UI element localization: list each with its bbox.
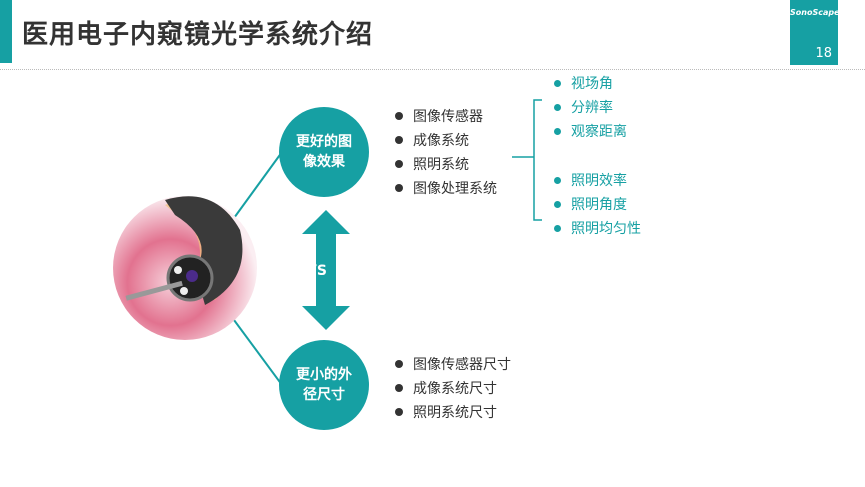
node-better-image: 更好的图像效果 [279,107,369,197]
page-title: 医用电子内窥镜光学系统介绍 [22,20,374,50]
connector-top [233,151,283,219]
detail-list-1: 视场角 分辨率 观察距离 [554,72,627,144]
list-item: 分辨率 [554,96,627,120]
list-item: 照明均匀性 [554,217,641,241]
node-label: 更好的图像效果 [296,134,352,170]
list-item: 图像传感器 [395,105,497,129]
bracket [512,99,542,221]
list-item: 照明系统尺寸 [395,401,511,425]
connector-bottom [233,319,283,386]
list-item: 图像传感器尺寸 [395,353,511,377]
brand-logo: SonoScape [790,8,840,17]
endoscope-image [113,196,257,340]
list-item: 成像系统尺寸 [395,377,511,401]
node-smaller-diameter: 更小的外径尺寸 [279,340,369,430]
header-divider [0,69,865,70]
image-factors-list: 图像传感器 成像系统 照明系统 图像处理系统 [395,105,497,201]
title-accent-bar [0,0,12,63]
detail-list-2: 照明效率 照明角度 照明均匀性 [554,169,641,241]
size-factors-list: 图像传感器尺寸 成像系统尺寸 照明系统尺寸 [395,353,511,425]
list-item: 视场角 [554,72,627,96]
list-item: 观察距离 [554,120,627,144]
list-item: 图像处理系统 [395,177,497,201]
vs-double-arrow [302,210,350,330]
vs-label: VS [306,263,327,279]
list-item: 照明角度 [554,193,641,217]
brand-logo-box: SonoScape 18 [790,0,840,65]
node-label: 更小的外径尺寸 [296,367,352,403]
page-number: 18 [815,46,832,61]
list-item: 照明效率 [554,169,641,193]
list-item: 成像系统 [395,129,497,153]
list-item: 照明系统 [395,153,497,177]
